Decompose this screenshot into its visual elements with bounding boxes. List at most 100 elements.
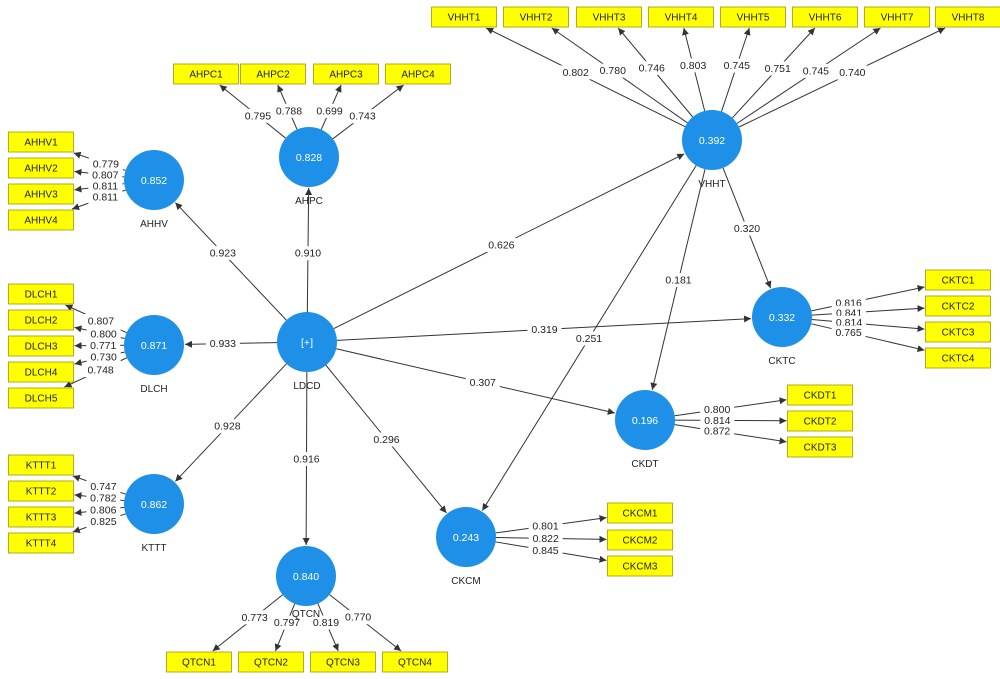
construct-ldcd[interactable]: [+]LDCD [277, 312, 337, 392]
indicator-label: VHHT2 [520, 13, 553, 24]
indicator-label: KTTT3 [26, 513, 57, 524]
indicator-qtcn3[interactable]: QTCN3 [310, 651, 376, 673]
indicator-vhht5[interactable]: VHHT5 [720, 6, 786, 28]
indicator-ckdt3[interactable]: CKDT3 [787, 436, 853, 458]
loading-kttt3: 0.806 [90, 504, 116, 516]
indicator-vhht1[interactable]: VHHT1 [431, 6, 497, 28]
indicator-label: CKDT2 [804, 417, 837, 428]
path-coef-ldcd-vhht-bg [484, 238, 519, 253]
indicator-cktc3[interactable]: CKTC3 [925, 321, 991, 343]
indicator-vhht8[interactable]: VHHT8 [935, 6, 1000, 28]
loading-ckcm3-bg [528, 543, 563, 558]
loading-ahhv2: 0.807 [92, 169, 118, 181]
indicator-vhht6[interactable]: VHHT6 [792, 6, 858, 28]
indicator-qtcn1[interactable]: QTCN1 [166, 651, 232, 673]
indicator-ahhv3[interactable]: AHHV3 [8, 183, 74, 205]
loading-ahpc4: 0.743 [349, 111, 375, 123]
loading-kttt2: 0.782 [90, 493, 116, 505]
loading-vhht3-bg [634, 61, 669, 76]
loading-ckdt2: 0.814 [704, 415, 730, 427]
indicator-cktc1[interactable]: CKTC1 [925, 269, 991, 291]
indicator-kttt4[interactable]: KTTT4 [8, 532, 74, 554]
indicator-box [238, 651, 304, 673]
indicator-vhht4[interactable]: VHHT4 [648, 6, 714, 28]
indicator-box [313, 63, 379, 85]
loading-vhht8-bg [835, 65, 870, 80]
indicator-dlch4[interactable]: DLCH4 [8, 361, 74, 383]
indicator-box [8, 157, 74, 179]
indicator-label: VHHT1 [448, 13, 481, 24]
indicator-dlch5[interactable]: DLCH5 [8, 387, 74, 409]
indicator-ahhv2[interactable]: AHHV2 [8, 157, 74, 179]
indicator-cktc2[interactable]: CKTC2 [925, 295, 991, 317]
loading-qtcn1: 0.773 [242, 612, 268, 624]
indicator-kttt2[interactable]: KTTT2 [8, 480, 74, 502]
indicator-ckdt2[interactable]: CKDT2 [787, 410, 853, 432]
construct-circle [436, 507, 496, 567]
indicator-qtcn4[interactable]: QTCN4 [382, 651, 448, 673]
construct-value: [+] [301, 337, 313, 349]
indicator-ahpc3[interactable]: AHPC3 [313, 63, 379, 85]
indicator-dlch2[interactable]: DLCH2 [8, 309, 74, 331]
construct-circle [279, 127, 339, 187]
indicator-box [925, 347, 991, 369]
indicator-dlch3[interactable]: DLCH3 [8, 335, 74, 357]
indicator-ahhv1[interactable]: AHHV1 [8, 131, 74, 153]
indicator-kttt1[interactable]: KTTT1 [8, 454, 74, 476]
construct-circle [124, 474, 184, 534]
construct-circle [752, 287, 812, 347]
indicator-label: DLCH1 [25, 290, 58, 301]
construct-value: 0.196 [632, 415, 658, 427]
loading-qtcn2: 0.797 [274, 617, 300, 629]
indicator-box [720, 6, 786, 28]
indicator-label: VHHT6 [809, 13, 842, 24]
indicator-ckcm3[interactable]: CKCM3 [607, 555, 673, 577]
construct-value: 0.840 [293, 571, 319, 583]
indicator-ahhv4[interactable]: AHHV4 [8, 209, 74, 231]
indicator-box [8, 183, 74, 205]
indicator-dlch1[interactable]: DLCH1 [8, 283, 74, 305]
path-coef-ldcd-ahhv-bg [205, 245, 240, 260]
loading-dlch5: 0.748 [87, 365, 113, 377]
indicator-ahpc2[interactable]: AHPC2 [240, 63, 306, 85]
indicator-box [787, 384, 853, 406]
path-coef-ldcd-ahpc-bg [290, 246, 325, 261]
indicator-ckdt1[interactable]: CKDT1 [787, 384, 853, 406]
loading-ckcm2-bg [528, 531, 563, 546]
indicator-cktc4[interactable]: CKTC4 [925, 347, 991, 369]
indicator-label: CKTC2 [942, 302, 975, 313]
indicator-box [864, 6, 930, 28]
loading-qtcn3: 0.819 [313, 617, 339, 629]
indicator-ckcm1[interactable]: CKCM1 [607, 502, 673, 524]
indicator-vhht3[interactable]: VHHT3 [576, 6, 642, 28]
loading-kttt1: 0.747 [90, 481, 116, 493]
indicator-ahpc4[interactable]: AHPC4 [385, 63, 451, 85]
indicator-vhht7[interactable]: VHHT7 [864, 6, 930, 28]
loading-vhht7-bg [798, 63, 833, 78]
indicator-qtcn2[interactable]: QTCN2 [238, 651, 304, 673]
indicator-box [648, 6, 714, 28]
indicator-vhht2[interactable]: VHHT2 [503, 6, 569, 28]
loading-qtcn4-bg [341, 610, 376, 625]
construct-value: 0.828 [296, 152, 322, 164]
indicator-box [787, 410, 853, 432]
indicator-ckcm2[interactable]: CKCM2 [607, 529, 673, 551]
indicator-kttt3[interactable]: KTTT3 [8, 506, 74, 528]
indicator-ahpc1[interactable]: AHPC1 [173, 63, 239, 85]
loading-ahpc2: 0.788 [276, 105, 302, 117]
construct-value: 0.852 [141, 175, 167, 187]
indicator-label: VHHT8 [952, 13, 985, 24]
indicator-box [8, 209, 74, 231]
